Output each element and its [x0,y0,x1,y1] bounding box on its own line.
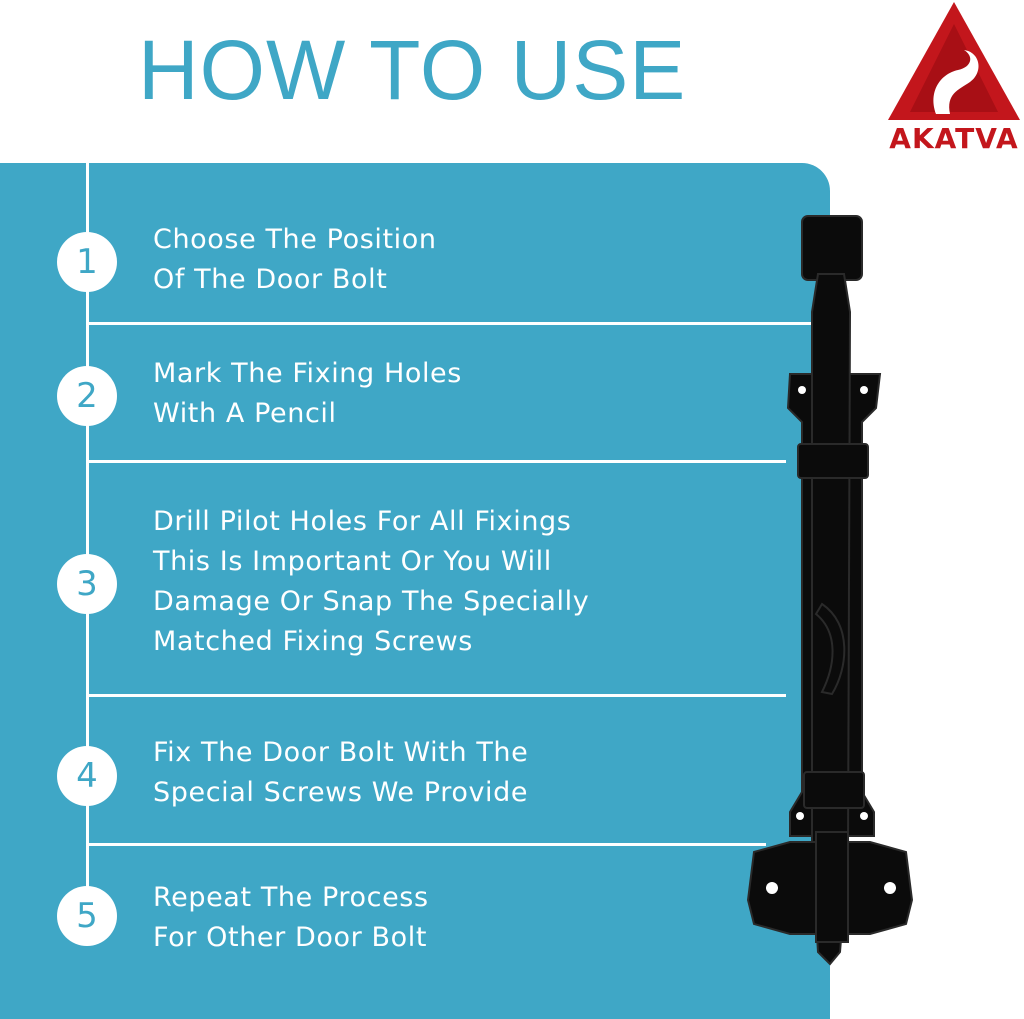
brand-logo: AKATVA [884,2,1024,162]
step-number-5: 5 [57,886,117,946]
step-text-2: Mark The Fixing Holes With A Pencil [153,354,462,434]
step-divider [86,694,786,697]
step-number-3: 3 [57,554,117,614]
step-line: Repeat The Process [153,882,429,913]
page-title: HOW TO USE [138,23,687,117]
step-line: Matched Fixing Screws [153,626,473,657]
step-line: Drill Pilot Holes For All Fixings [153,506,572,537]
step-divider [86,843,766,846]
step-text-4: Fix The Door Bolt With The Special Screw… [153,733,528,813]
step-line: Fix The Door Bolt With The [153,737,529,768]
step-line: Choose The Position [153,224,437,255]
steps-panel [0,163,830,1019]
step-line: This Is Important Or You Will [153,546,552,577]
step-line: Damage Or Snap The Specially [153,586,590,617]
step-text-3: Drill Pilot Holes For All Fixings This I… [153,502,589,662]
step-line: With A Pencil [153,398,337,429]
step-divider [86,322,830,325]
step-text-5: Repeat The Process For Other Door Bolt [153,878,429,958]
akatva-logo-icon [888,2,1020,120]
step-divider [86,460,786,463]
door-bolt-icon [746,215,914,966]
timeline-line [86,163,89,943]
step-line: Special Screws We Provide [153,777,529,808]
brand-name: AKATVA [889,122,1019,155]
step-line: For Other Door Bolt [153,922,428,953]
step-number-2: 2 [57,366,117,426]
step-line: Mark The Fixing Holes [153,358,462,389]
step-number-1: 1 [57,232,117,292]
step-line: Of The Door Bolt [153,264,388,295]
step-text-1: Choose The Position Of The Door Bolt [153,220,437,300]
step-number-4: 4 [57,746,117,806]
